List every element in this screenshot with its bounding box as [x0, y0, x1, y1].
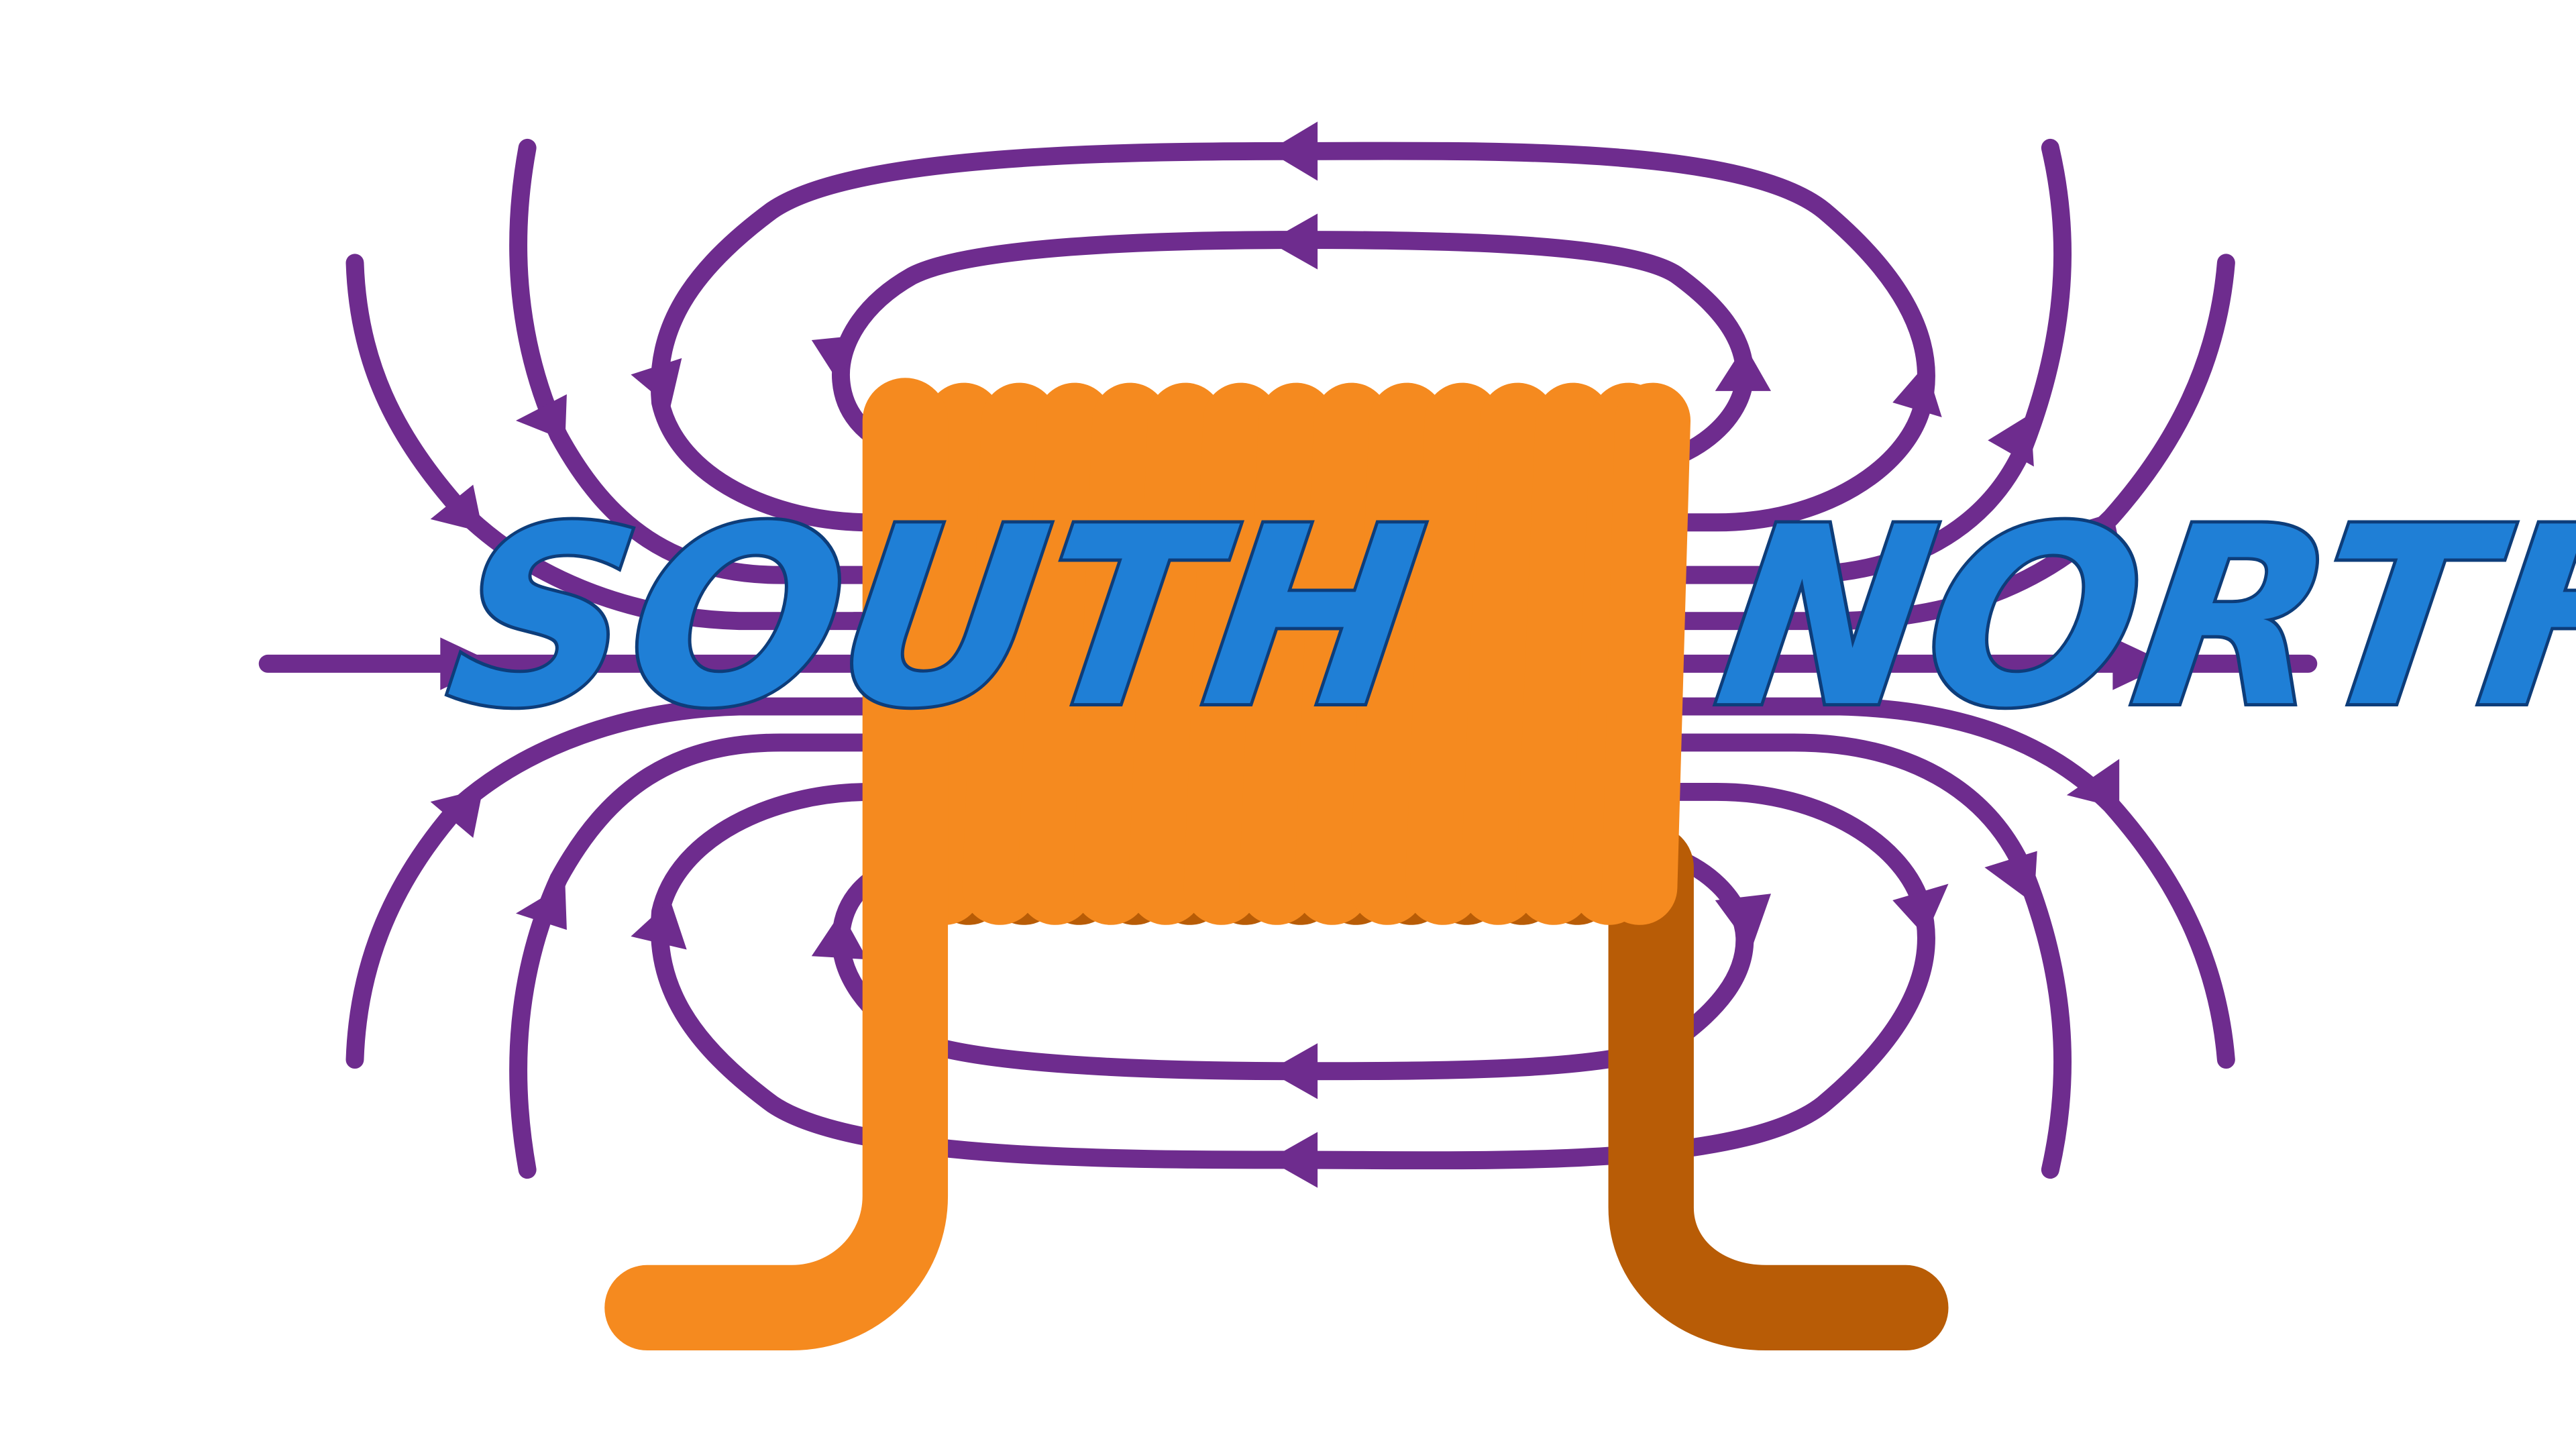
arrow-icon: [811, 335, 861, 382]
arrow-icon: [1984, 851, 2037, 904]
coil-front-windings: [906, 382, 1690, 925]
coil-front-turn: [1017, 382, 1113, 925]
field-loop-bottom-4: [549, 733, 905, 888]
coil-front-turn: [1350, 382, 1445, 925]
arrow-icon: [1715, 345, 1771, 391]
arrow-icon: [1268, 1132, 1318, 1188]
field-direction-arrows: [430, 121, 2169, 1188]
coil-lead-right: [1608, 824, 1949, 1351]
arrow-icon: [515, 394, 567, 441]
coil-front-turn: [1239, 382, 1334, 925]
field-loop-bottom-3: [1666, 733, 2033, 880]
coil-front-turn: [1128, 382, 1224, 925]
coil-front-turn: [1405, 382, 1501, 925]
field-loop-top-4: [549, 426, 905, 584]
arrow-icon: [2070, 513, 2123, 559]
arrow-icon: [1268, 1043, 1318, 1099]
arrow-icon: [1988, 414, 2034, 467]
coil-lead-left: [604, 378, 949, 1351]
arrow-icon: [515, 883, 567, 930]
arrow-icon: [430, 484, 483, 533]
north-pole-label: NORTH: [1703, 475, 2576, 762]
field-line-open-tl-1: [509, 138, 568, 445]
coil-front-turn: [1460, 382, 1556, 925]
coil-front-turn: [1601, 382, 1690, 925]
arrow-icon: [2112, 637, 2169, 690]
arrow-icon: [631, 900, 687, 950]
arrow-icon: [811, 912, 868, 960]
arrow-icon: [1892, 364, 1942, 418]
arrow-icon: [1715, 894, 1771, 950]
south-pole-label: SOUTH: [435, 475, 1437, 762]
arrow-icon: [440, 637, 496, 690]
field-loop-top-3: [1666, 437, 2033, 584]
field-line-open-br-1: [2015, 861, 2072, 1179]
arrow-icon: [2066, 759, 2120, 808]
coil-front-turn: [1073, 382, 1168, 925]
arrow-icon: [1892, 883, 1949, 936]
coil-front-turn: [962, 382, 1057, 925]
coil-front-turn: [1183, 382, 1279, 925]
coil-front-turn: [1294, 382, 1390, 925]
arrow-icon: [430, 788, 483, 838]
arrow-icon: [1268, 121, 1318, 181]
arrow-icon: [1268, 213, 1318, 270]
coil-front-turn: [1515, 382, 1611, 925]
field-line-open-tr-1: [2015, 138, 2072, 456]
